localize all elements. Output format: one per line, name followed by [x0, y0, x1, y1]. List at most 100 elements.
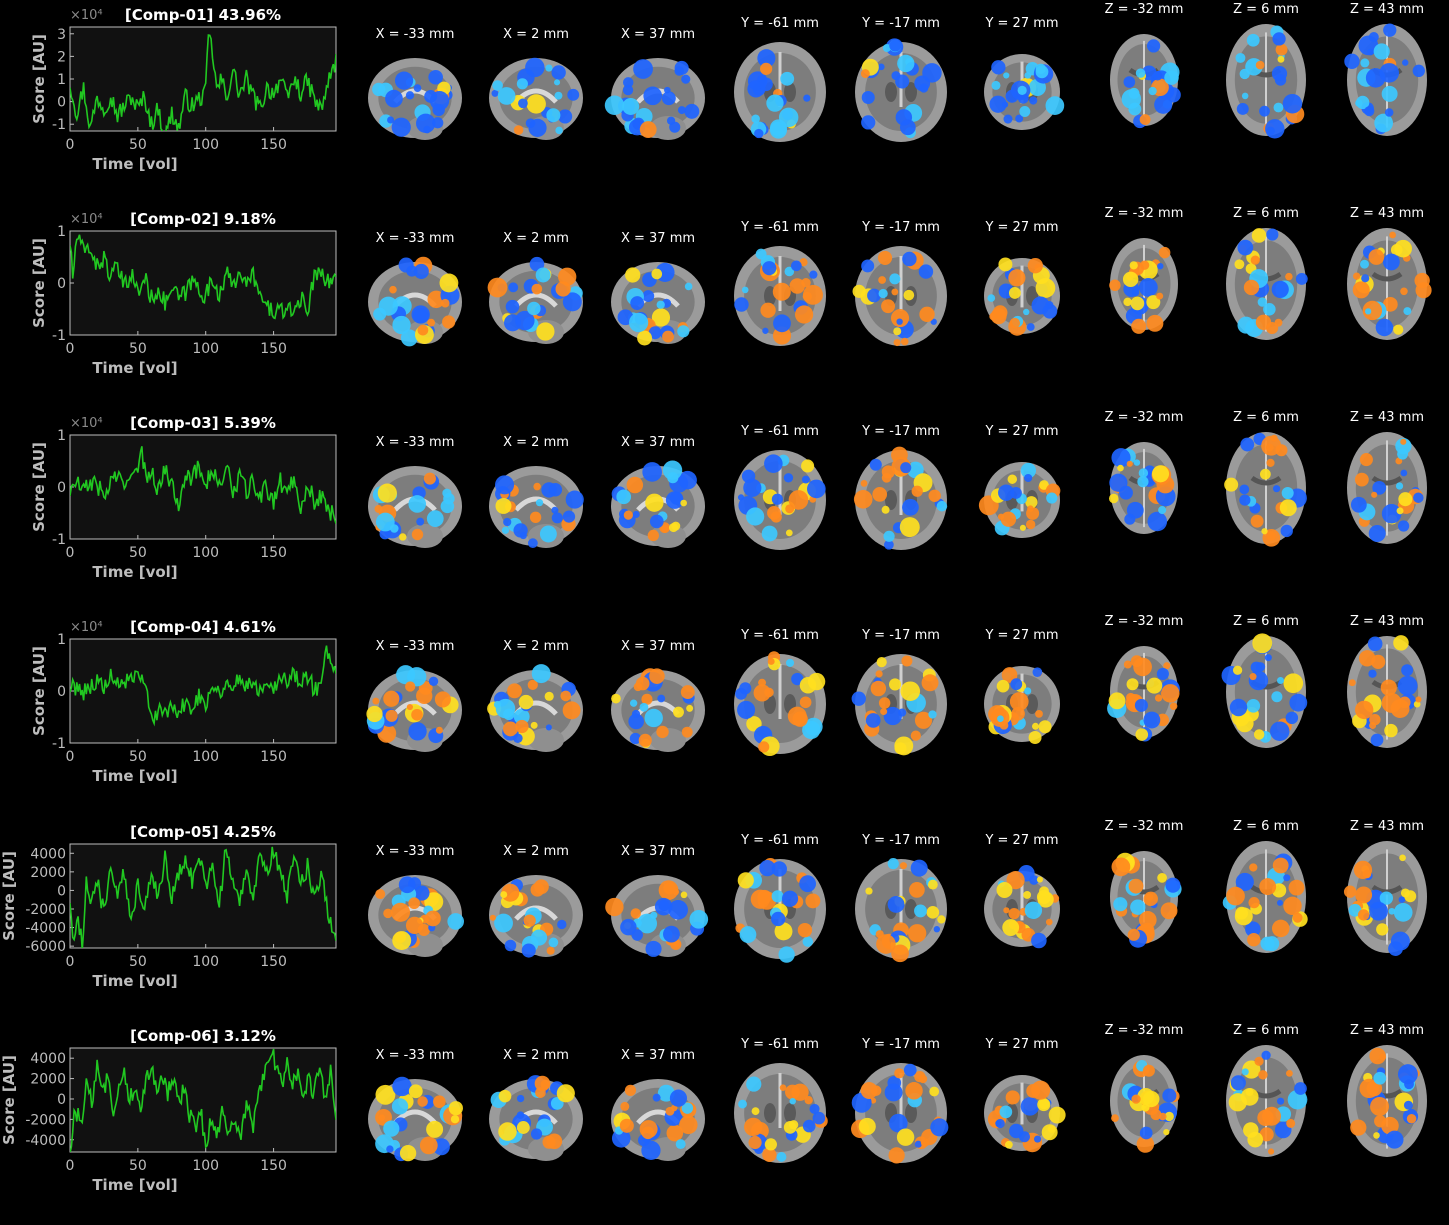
activation-blob: [785, 1084, 800, 1100]
activation-blob: [487, 277, 508, 298]
slice-label: Y = -17 mm: [862, 424, 940, 439]
activation-blob: [1008, 907, 1020, 920]
activation-blob: [551, 65, 566, 80]
activation-blob: [1158, 506, 1167, 515]
activation-blob: [914, 1071, 926, 1083]
activation-blob: [1157, 872, 1167, 883]
activation-blob: [1395, 482, 1404, 490]
activation-blob: [1003, 907, 1010, 914]
activation-blob: [513, 708, 530, 725]
brain-slice-image: [1110, 34, 1181, 129]
activation-blob: [1247, 1131, 1264, 1148]
activation-blob: [1271, 280, 1289, 298]
slice-label: Z = 6 mm: [1233, 819, 1299, 834]
activation-blob: [1390, 931, 1410, 951]
activation-blob: [1005, 1090, 1020, 1105]
slice-label: X = -33 mm: [375, 435, 455, 450]
y-axis-label: Score [AU]: [30, 34, 48, 124]
activation-blob: [878, 276, 887, 284]
slice-label: Z = -32 mm: [1104, 614, 1184, 629]
activation-blob: [620, 1101, 630, 1111]
y-tick-label: 0: [57, 1092, 66, 1108]
slice-label: X = 2 mm: [503, 231, 569, 246]
activation-blob: [1360, 58, 1370, 68]
activation-blob: [1247, 933, 1261, 947]
y-tick-label: -2000: [25, 902, 66, 918]
activation-blob: [812, 1111, 826, 1125]
activation-blob: [767, 657, 775, 665]
activation-blob: [1371, 654, 1386, 670]
activation-blob: [416, 687, 433, 704]
activation-blob: [494, 913, 513, 933]
component-title: [Comp-05] 4.25%: [130, 823, 276, 841]
activation-blob: [893, 327, 902, 336]
activation-blob: [1394, 239, 1412, 258]
activation-blob: [679, 1115, 698, 1135]
y-exponent-label: ×10⁴: [70, 620, 103, 635]
activation-blob: [562, 510, 576, 523]
slice-label: Y = -17 mm: [862, 1037, 940, 1052]
activation-blob: [1384, 723, 1398, 738]
activation-blob: [991, 80, 1001, 90]
activation-blob: [1124, 513, 1136, 525]
activation-blob: [399, 1144, 417, 1162]
activation-blob: [869, 458, 882, 471]
activation-blob: [995, 1120, 1002, 1127]
activation-blob: [746, 1076, 762, 1092]
activation-blob: [805, 893, 821, 909]
brain-slice-image: [489, 875, 583, 958]
activation-blob: [1146, 314, 1164, 332]
activation-blob: [684, 103, 700, 119]
activation-blob: [996, 882, 1013, 898]
activation-blob: [1018, 1131, 1030, 1143]
activation-blob: [751, 1107, 760, 1116]
activation-blob: [650, 911, 658, 919]
activation-blob: [639, 121, 657, 138]
activation-blob: [615, 1113, 623, 1121]
activation-blob: [604, 95, 625, 115]
activation-blob: [1348, 679, 1356, 687]
activation-blob: [788, 490, 809, 510]
slice-label: X = 2 mm: [503, 1048, 569, 1063]
activation-blob: [389, 285, 397, 294]
activation-blob: [423, 125, 431, 134]
activation-blob: [1295, 273, 1308, 285]
activation-blob: [803, 284, 823, 305]
activation-blob: [1109, 279, 1121, 292]
slice-label: Z = 6 mm: [1233, 2, 1299, 17]
x-tick-label: 100: [192, 749, 219, 765]
activation-blob: [1007, 474, 1018, 484]
activation-blob: [922, 63, 942, 83]
slice-label: X = 2 mm: [503, 435, 569, 450]
activation-blob: [894, 736, 914, 756]
activation-blob: [628, 312, 649, 333]
y-tick-label: 2000: [30, 865, 66, 881]
activation-blob: [1020, 1097, 1040, 1116]
slice-label: Y = 27 mm: [985, 628, 1059, 643]
activation-blob: [1368, 32, 1379, 43]
activation-blob: [920, 1138, 930, 1147]
activation-blob: [1360, 259, 1369, 269]
activation-blob: [1350, 496, 1367, 513]
activation-blob: [503, 517, 512, 527]
activation-blob: [1397, 448, 1409, 460]
activation-blob: [405, 681, 416, 692]
activation-blob: [668, 900, 688, 920]
activation-blob: [527, 301, 541, 316]
activation-blob: [434, 691, 451, 708]
activation-blob: [1380, 679, 1397, 696]
slice-label: X = 37 mm: [620, 844, 696, 859]
activation-blob: [495, 497, 512, 514]
activation-blob: [1023, 308, 1030, 316]
brain-slice-image: [1343, 841, 1427, 956]
activation-blob: [1241, 1068, 1249, 1076]
activation-blob: [1036, 876, 1043, 883]
activation-blob: [1035, 63, 1046, 74]
activation-blob: [799, 696, 812, 709]
y-axis-label: Score [AU]: [30, 646, 48, 736]
activation-blob: [1277, 55, 1285, 63]
activation-blob: [1024, 687, 1032, 695]
activation-blob: [997, 513, 1005, 520]
slice-label: Y = -17 mm: [862, 16, 940, 31]
